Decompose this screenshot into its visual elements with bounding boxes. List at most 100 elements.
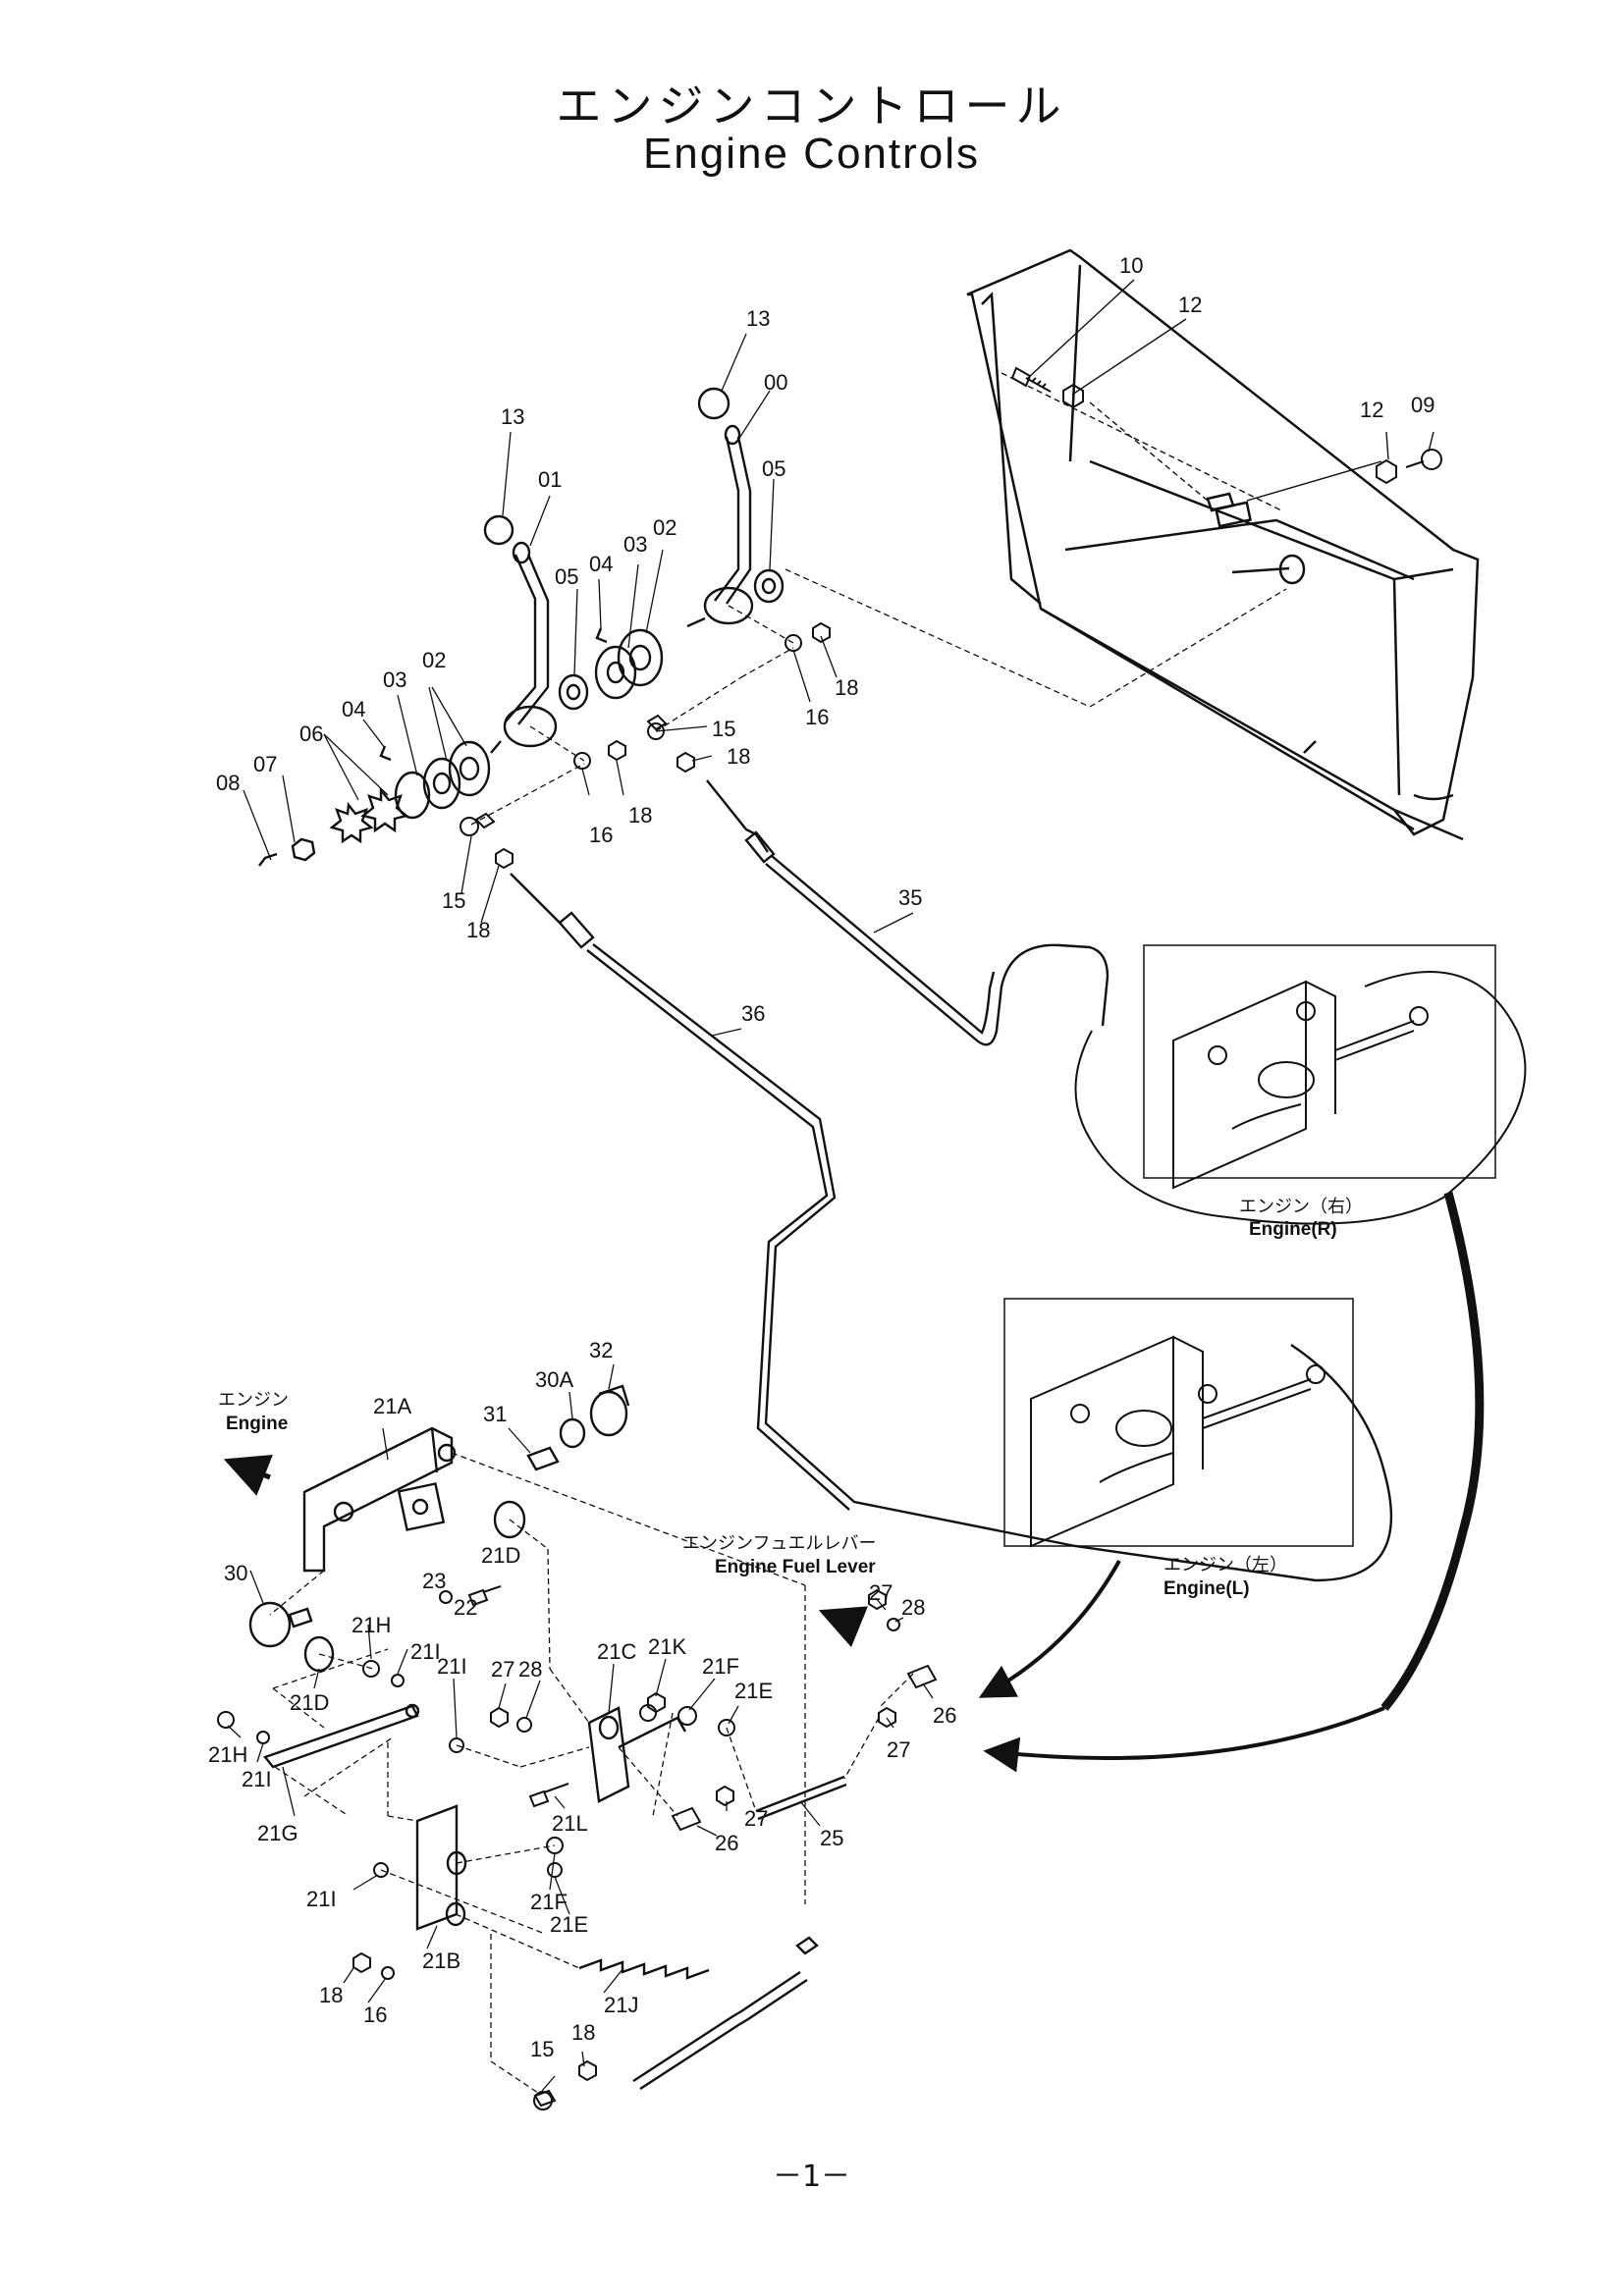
label-21I-a: 21I — [410, 1639, 441, 1664]
label-12-a: 12 — [1178, 293, 1202, 317]
lever-small-parts — [460, 621, 831, 870]
label-12-b: 12 — [1360, 398, 1383, 422]
label-18-b: 18 — [727, 744, 750, 769]
page-number: －1－ — [772, 2160, 851, 2194]
console-labels: 10 12 12 09 — [1119, 253, 1434, 422]
label-27-a: 27 — [491, 1657, 514, 1682]
caption-engine-en: Engine — [226, 1414, 288, 1434]
label-27-d: 27 — [887, 1737, 910, 1762]
caption-engine-r-jp: エンジン（右） — [1239, 1197, 1363, 1216]
lever-assembly — [258, 387, 784, 867]
label-02-b: 02 — [422, 648, 446, 672]
console-cover-leaders — [1001, 279, 1434, 511]
inset-engine-r — [1074, 944, 1527, 1225]
label-21H-a: 21H — [352, 1613, 391, 1637]
label-35: 35 — [898, 885, 922, 910]
lever-leaders — [243, 333, 1287, 924]
inset-engine-l — [1003, 1298, 1354, 1548]
screw-09 — [1405, 449, 1442, 470]
console-cover — [966, 248, 1480, 841]
fuel-lever-small-parts — [217, 1585, 938, 2110]
label-30: 30 — [224, 1561, 247, 1585]
curved-arrow-icon-engine-r — [1380, 1191, 1485, 1711]
label-31: 31 — [483, 1402, 507, 1426]
label-06: 06 — [299, 721, 323, 746]
caption-engine-l-jp: エンジン（左） — [1163, 1555, 1287, 1575]
label-10: 10 — [1119, 253, 1143, 278]
label-26-a: 26 — [715, 1831, 738, 1855]
nut-12-b — [1376, 458, 1397, 485]
label-02-a: 02 — [653, 515, 676, 540]
label-15-c: 15 — [530, 2037, 554, 2061]
label-21L: 21L — [552, 1811, 588, 1836]
label-00: 00 — [764, 370, 787, 395]
label-18-c: 18 — [628, 803, 652, 828]
label-13-a: 13 — [501, 404, 524, 429]
label-22: 22 — [454, 1595, 477, 1620]
label-36: 36 — [741, 1001, 765, 1026]
label-21D-b: 21D — [290, 1690, 329, 1715]
label-27-c: 27 — [869, 1580, 893, 1605]
label-21B: 21B — [422, 1949, 460, 1973]
label-28-b: 28 — [901, 1595, 925, 1620]
label-15-a: 15 — [712, 717, 735, 741]
label-21I-c: 21I — [437, 1654, 467, 1679]
nut-12-a — [1062, 383, 1084, 409]
label-21C: 21C — [597, 1639, 636, 1664]
left-arrow-icon-engine — [223, 1454, 273, 1496]
label-16-c: 16 — [363, 2002, 387, 2027]
label-16-a: 16 — [805, 705, 829, 729]
label-23: 23 — [422, 1569, 446, 1593]
label-30A: 30A — [535, 1367, 573, 1392]
label-21F-a: 21F — [702, 1654, 739, 1679]
page-title-english: Engine Controls — [642, 130, 981, 178]
fuel-lever-leaders — [227, 1363, 934, 2094]
fuel-lever-labels: エンジン Engine エンジンフュエルレバー Engine Fuel Leve… — [208, 1338, 956, 2061]
label-21F-b: 21F — [530, 1890, 568, 1914]
label-05-a: 05 — [555, 564, 578, 589]
label-08: 08 — [216, 771, 240, 795]
label-13-b: 13 — [746, 306, 770, 331]
caption-fuel-lever-en: Engine Fuel Lever — [715, 1557, 876, 1577]
label-26-b: 26 — [933, 1703, 956, 1728]
label-15-b: 15 — [442, 888, 465, 913]
label-28-a: 28 — [518, 1657, 542, 1682]
label-21I-d: 21I — [306, 1887, 337, 1911]
label-03-b: 03 — [383, 667, 406, 692]
caption-fuel-lever-jp: エンジンフュエルレバー — [682, 1533, 876, 1553]
label-27-b: 27 — [744, 1806, 768, 1831]
label-03-a: 03 — [623, 532, 647, 557]
label-18-f: 18 — [571, 2020, 595, 2045]
label-21G: 21G — [257, 1821, 298, 1845]
cable-36: 36 — [510, 873, 1393, 1582]
label-09: 09 — [1411, 393, 1434, 417]
left-arrow-icon-fuel-lever — [818, 1606, 868, 1648]
label-21H-b: 21H — [208, 1742, 247, 1767]
label-21E-a: 21E — [734, 1679, 773, 1703]
label-18-a: 18 — [835, 675, 858, 700]
bolt-10 — [1010, 366, 1052, 393]
label-21E-b: 21E — [550, 1912, 588, 1937]
label-16-b: 16 — [589, 823, 613, 847]
caption-engine-r-en: Engine(R) — [1249, 1219, 1337, 1240]
lever-labels: 13 13 00 01 05 05 04 03 02 03 02 04 06 0… — [216, 306, 858, 942]
label-01: 01 — [538, 467, 562, 492]
label-21K: 21K — [648, 1634, 686, 1659]
label-04-a: 04 — [589, 552, 613, 576]
label-07: 07 — [253, 752, 277, 776]
label-05-b: 05 — [762, 456, 785, 481]
label-21I-b: 21I — [242, 1767, 272, 1791]
inset-engine-r-caption: エンジン（右） Engine(R) — [1239, 1197, 1363, 1240]
page-title-japanese: エンジンコントロール — [556, 80, 1067, 133]
label-25: 25 — [820, 1826, 843, 1850]
caption-engine-jp: エンジン — [218, 1390, 289, 1410]
inset-engine-l-caption: エンジン（左） Engine(L) — [1163, 1555, 1287, 1599]
label-04-b: 04 — [342, 697, 365, 721]
label-21D-a: 21D — [481, 1543, 520, 1568]
curved-arrow-icon-to-lever-bottom — [983, 1706, 1385, 1773]
label-21A: 21A — [373, 1394, 411, 1418]
label-18-e: 18 — [319, 1983, 343, 2007]
curved-arrow-icon-to-lever-top — [978, 1560, 1121, 1698]
